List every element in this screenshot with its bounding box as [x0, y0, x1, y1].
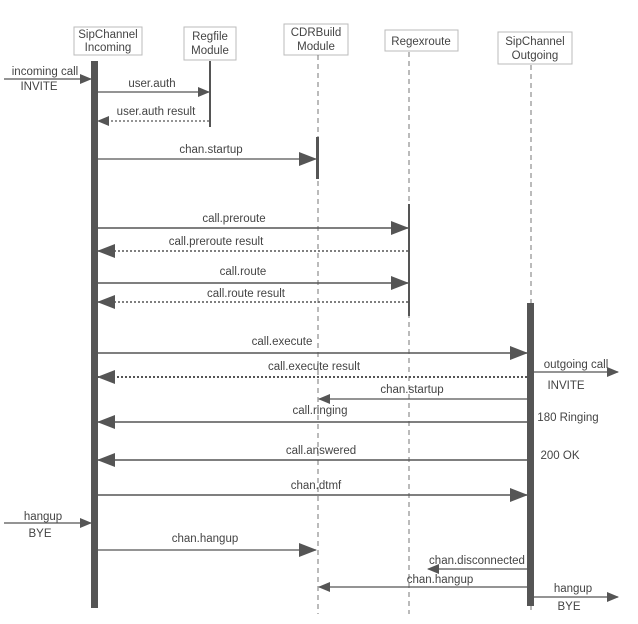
message-hangup-in-sublabel: BYE	[28, 528, 51, 540]
message-user-auth-result: user.auth result	[97, 106, 209, 126]
message-user-auth-result-label: user.auth result	[117, 106, 196, 118]
participant-regexroute-line1: Regexroute	[391, 36, 450, 48]
participant-regexroute: Regexroute	[384, 29, 459, 52]
participant-sip-incoming-line2: Incoming	[85, 42, 132, 54]
participant-regfile-line1: Regfile	[192, 31, 228, 43]
participant-cdrbuild-line2: Module	[297, 41, 335, 53]
message-call-route-result-label: call.route result	[207, 288, 286, 300]
message-chan-hangup-2-label: chan.hangup	[407, 574, 474, 586]
message-outgoing-call: outgoing call INVITE	[534, 359, 619, 392]
message-chan-startup-1: chan.startup	[98, 144, 317, 166]
participant-sip-outgoing: SipChannel Outgoing	[497, 31, 573, 65]
message-incoming-call-label: incoming call	[12, 66, 78, 78]
participant-sip-incoming: SipChannel Incoming	[73, 26, 143, 56]
message-chan-startup-2-label: chan.startup	[380, 384, 443, 396]
message-chan-disconnected-label: chan.disconnected	[429, 555, 525, 567]
participant-regfile-line2: Module	[191, 45, 229, 57]
message-chan-hangup-1: chan.hangup	[98, 533, 317, 557]
activation-cdrbuild	[316, 137, 319, 179]
message-hangup-out-label: hangup	[554, 583, 592, 595]
activation-regfile	[209, 61, 211, 127]
participant-cdrbuild-line1: CDRBuild	[291, 27, 342, 39]
message-call-preroute-result: call.preroute result	[97, 236, 408, 258]
participant-cdrbuild: CDRBuild Module	[283, 23, 349, 56]
message-hangup-out-sublabel: BYE	[557, 601, 580, 613]
message-call-execute: call.execute	[98, 336, 528, 360]
message-call-execute-label: call.execute	[252, 336, 313, 348]
message-chan-dtmf: chan.dtmf	[98, 480, 528, 502]
message-call-execute-result: call.execute result	[97, 361, 527, 384]
message-hangup-in: hangup BYE	[4, 511, 92, 540]
message-outgoing-call-sublabel: INVITE	[547, 380, 584, 392]
message-call-answered-label: call.answered	[286, 445, 356, 457]
message-call-ringing: call.ringing	[97, 405, 527, 429]
message-chan-disconnected: chan.disconnected	[427, 555, 527, 574]
participant-sip-outgoing-line1: SipChannel	[505, 36, 564, 48]
activation-sip-incoming	[91, 61, 98, 608]
message-call-preroute: call.preroute	[98, 213, 409, 235]
label-180-ringing: 180 Ringing	[537, 412, 598, 424]
message-call-route-label: call.route	[220, 266, 267, 278]
message-user-auth-label: user.auth	[128, 78, 175, 90]
message-incoming-call: incoming call INVITE	[4, 66, 92, 93]
message-hangup-in-label: hangup	[24, 511, 62, 523]
participant-sip-outgoing-line2: Outgoing	[512, 50, 559, 62]
message-call-preroute-result-label: call.preroute result	[169, 236, 264, 248]
activation-regexroute	[408, 204, 410, 316]
message-hangup-out: hangup BYE	[534, 583, 619, 613]
message-call-preroute-label: call.preroute	[202, 213, 265, 225]
message-chan-hangup-1-label: chan.hangup	[172, 533, 239, 545]
message-call-route: call.route	[98, 266, 409, 290]
message-user-auth: user.auth	[98, 78, 210, 97]
message-incoming-call-sublabel: INVITE	[20, 81, 57, 93]
label-200-ok: 200 OK	[541, 450, 580, 462]
message-call-route-result: call.route result	[97, 288, 408, 309]
message-call-ringing-label: call.ringing	[293, 405, 348, 417]
activation-sip-outgoing	[527, 303, 534, 606]
message-chan-dtmf-label: chan.dtmf	[291, 480, 342, 492]
message-chan-hangup-2: chan.hangup	[318, 574, 527, 592]
message-chan-startup-2: chan.startup	[318, 384, 527, 404]
message-call-execute-result-label: call.execute result	[268, 361, 361, 373]
message-outgoing-call-label: outgoing call	[544, 359, 609, 371]
participant-sip-incoming-line1: SipChannel	[78, 29, 137, 41]
message-chan-startup-1-label: chan.startup	[179, 144, 242, 156]
message-call-answered: call.answered	[97, 445, 527, 467]
participant-regfile: Regfile Module	[183, 26, 237, 61]
